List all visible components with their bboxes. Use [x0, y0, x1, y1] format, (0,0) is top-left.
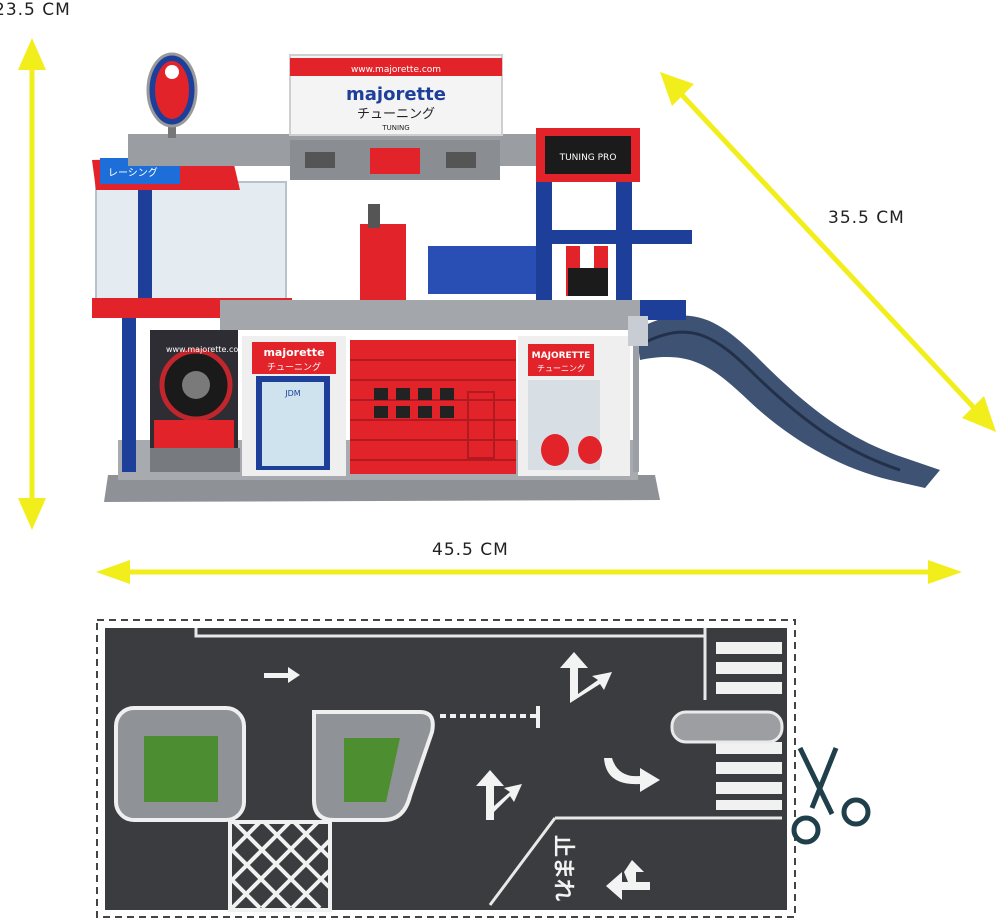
- height-dimension-label: 23.5 CM: [0, 0, 71, 20]
- width-arrow: [96, 560, 962, 584]
- left-sign-text: レーシング: [108, 166, 158, 179]
- road-stop-text: 止まれ: [550, 835, 575, 901]
- depth-arrow: [660, 72, 996, 432]
- shop-left-brand: majorette: [263, 346, 324, 359]
- door-label: JDM: [284, 389, 301, 398]
- shop-left-sub: チューニング: [267, 361, 321, 373]
- billboard-url: www.majorette.com: [351, 65, 441, 75]
- billboard-brand: majorette: [346, 84, 446, 105]
- billboard-tag: TUNING: [381, 124, 409, 132]
- shop-right-sub: チューニング: [537, 363, 585, 373]
- scissors-icon: [791, 746, 871, 845]
- height-arrow: [18, 38, 46, 530]
- toy-garage: レーシング www.majorette.com majorette チューニング…: [92, 52, 940, 502]
- wall-poster-url: www.majorette.com: [166, 345, 246, 354]
- shop-right-brand: MAJORETTE: [532, 351, 591, 361]
- right-sign-text: TUNING PRO: [559, 153, 617, 163]
- width-dimension-label: 45.5 CM: [432, 540, 509, 560]
- billboard-sub: チューニング: [357, 107, 435, 122]
- depth-dimension-label: 35.5 CM: [828, 208, 905, 228]
- play-mat: 止まれ: [96, 619, 796, 918]
